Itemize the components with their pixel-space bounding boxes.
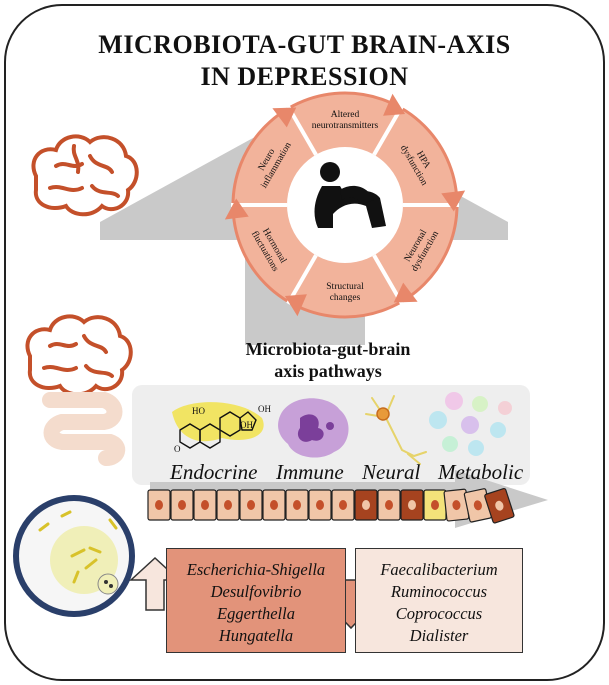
immune-cell-icon [278,398,349,458]
endocrine-steroid-icon: HO OH OH O [172,402,271,454]
cell-nucleus [452,500,461,511]
cell-nucleus [431,500,439,510]
increased-taxon: Eggerthella [217,604,295,623]
steroid-label-oh-2: OH [240,420,253,430]
steroid-label-o: O [174,444,181,454]
increased-taxon: Hungatella [218,626,294,645]
cycle-arrowhead [272,107,297,128]
page-title-line-1: MICROBIOTA-GUT BRAIN-AXIS [98,30,511,59]
cycle-arrowhead [441,190,466,212]
cell-nucleus [473,500,482,511]
brain-gut-icon [25,314,133,466]
decreased-taxon: Dialister [409,626,469,645]
increased-taxa-box: Escherichia-Shigella Desulfovibrio Egger… [166,548,346,653]
cell-nucleus [339,500,347,510]
cell-nucleus [224,500,232,510]
decreased-taxon: Coprococcus [395,604,483,623]
steroid-label-ho: HO [192,406,205,416]
cell-nucleus [178,500,186,510]
label-metabolic: Metabolic [438,460,524,484]
pathways-title-line-1: Microbiota-gut-brain [245,339,411,359]
steroid-label-oh-1: OH [258,404,271,414]
label-immune: Immune [276,460,344,484]
neuron-icon [365,395,427,465]
cell-nucleus [293,500,301,510]
intestinal-epithelium [147,487,515,524]
cycle-arrowhead [224,198,249,220]
decreased-taxa-box: Faecalibacterium Ruminococcus Coprococcu… [355,548,523,653]
cell-nucleus [362,500,370,510]
page-title-line-2: IN DEPRESSION [200,62,409,91]
cycle-arrowhead [284,294,307,317]
pathways-title: Microbiota-gut-brain axis pathways [206,338,450,382]
cell-nucleus [408,500,416,510]
depressed-person-icon [314,162,386,228]
brain-icon [31,134,139,217]
bacteria-cell-icon [13,495,135,617]
cycle-arrowhead [383,93,406,116]
pathways-title-line-2: axis pathways [274,361,382,381]
cycle-arrowhead [393,282,418,303]
cell-nucleus [495,500,504,511]
decreased-taxon: Faecalibacterium [380,560,498,579]
cell-nucleus [247,500,255,510]
decreased-taxon: Ruminococcus [390,582,488,601]
label-endocrine: Endocrine [170,460,258,484]
cell-nucleus [155,500,163,510]
cell-nucleus [316,500,324,510]
cell-nucleus [385,500,393,510]
increased-taxon: Desulfovibrio [210,582,302,601]
label-neural: Neural [362,460,421,484]
cell-nucleus [270,500,278,510]
cell-nucleus [201,500,209,510]
metabolite-dots-icon [429,392,512,456]
increased-taxon: Escherichia-Shigella [186,560,326,579]
